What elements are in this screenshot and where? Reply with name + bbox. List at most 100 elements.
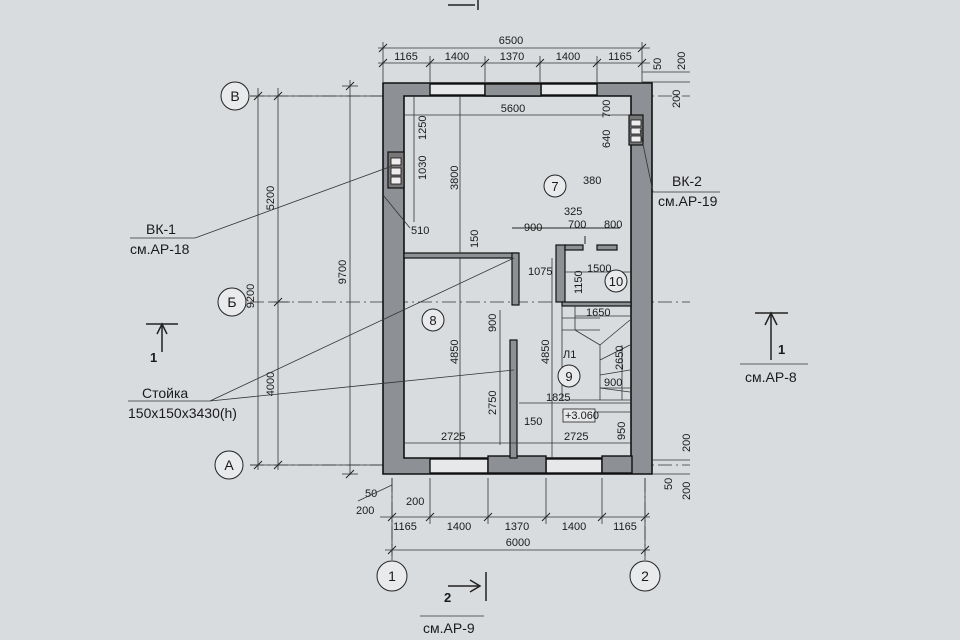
room-10: 10 <box>604 269 628 293</box>
dim-640: 640 <box>601 130 613 148</box>
right-bottom-ticks: 200 50 200 <box>652 434 693 500</box>
vk1-ref: см.АР-18 <box>130 241 190 257</box>
dim-top-seg-3: 1370 <box>500 51 524 63</box>
interior-dim-labels: 5600 700 640 1250 1030 3800 380 510 150 … <box>411 100 628 443</box>
level-mark-box <box>562 408 596 423</box>
dim-1030: 1030 <box>417 156 429 180</box>
dim-325: 325 <box>564 206 582 218</box>
axis-label-a: А <box>224 457 234 473</box>
dim-900-top: 900 <box>524 222 542 234</box>
dim-top-seg-5: 1165 <box>608 51 632 63</box>
axis-bubble-a: А <box>214 450 244 480</box>
axis-bubble-v: В <box>220 81 250 111</box>
top-dimension-chain: 6500 1165 1400 1370 1400 1165 50 200 200 <box>378 35 690 108</box>
room-8: 8 <box>421 308 445 332</box>
vk1-label: ВК-1 <box>146 221 176 237</box>
dim-left-9700: 9700 <box>337 260 349 284</box>
window-bottom-1 <box>429 458 489 474</box>
vent-duct-vk2 <box>628 114 644 146</box>
dim-3800: 3800 <box>449 166 461 190</box>
axis-label-b: Б <box>227 294 236 310</box>
vent-duct-vk1 <box>387 151 405 189</box>
section-bottom-ref: см.АР-9 <box>423 620 475 636</box>
axis-bubble-1: 1 <box>376 560 408 592</box>
callout-vk1: ВК-1 см.АР-18 <box>130 221 190 257</box>
section-left-number: 1 <box>150 350 157 365</box>
axis-label-v: В <box>230 88 239 104</box>
dim-top-seg-4: 1400 <box>556 51 580 63</box>
dim-bottom-seg-2: 1400 <box>447 521 471 533</box>
window-bottom-2 <box>545 458 603 474</box>
axis-label-1: 1 <box>388 568 396 584</box>
dim-right-tick-200: 200 <box>681 434 693 452</box>
dim-top-total: 6500 <box>499 35 523 47</box>
dim-2650: 2650 <box>614 346 626 370</box>
room-9-number: 9 <box>565 369 572 384</box>
room-7-number: 7 <box>551 179 558 194</box>
interior-dims <box>404 96 631 458</box>
dim-4850-right: 4850 <box>540 340 552 364</box>
dim-900-mid: 900 <box>487 314 499 332</box>
dim-510: 510 <box>411 225 429 237</box>
dim-left-5200: 5200 <box>265 186 277 210</box>
dim-900-stair: 900 <box>604 377 622 389</box>
room-10-number: 10 <box>609 274 623 289</box>
section-mark-bottom: 2 см.АР-9 <box>420 572 487 636</box>
vk2-ref: см.АР-19 <box>658 193 718 209</box>
callout-vk2: ВК-2 см.АР-19 <box>658 173 718 209</box>
dim-700-partition: 700 <box>568 219 586 231</box>
dim-150-top: 150 <box>469 230 481 248</box>
dim-bottom-seg-3: 1370 <box>505 521 529 533</box>
section-bottom-number: 2 <box>444 590 451 605</box>
dim-1250: 1250 <box>417 116 429 140</box>
dim-right-tick-50: 50 <box>663 478 675 490</box>
interior-partitions <box>403 227 632 459</box>
dim-top-tick-50: 50 <box>652 58 664 70</box>
dim-right-tick-200-low: 200 <box>681 482 693 500</box>
dim-380: 380 <box>583 175 601 187</box>
room-9: 9 <box>557 364 581 388</box>
dim-800: 800 <box>604 219 622 231</box>
axis-label-2: 2 <box>641 568 649 584</box>
section-right-ref: см.АР-8 <box>745 369 797 385</box>
dim-2725-right: 2725 <box>564 431 588 443</box>
post-size: 150х150х3430(h) <box>128 405 237 421</box>
wall-pier-bottom-right <box>601 455 633 474</box>
dim-4850-left: 4850 <box>449 340 461 364</box>
dim-bottom-seg-4: 1400 <box>562 521 586 533</box>
dim-1500: 1500 <box>587 263 611 275</box>
dim-150-bottom: 150 <box>524 416 542 428</box>
dim-2725-left: 2725 <box>441 431 465 443</box>
room-8-number: 8 <box>429 313 436 328</box>
callout-leaders <box>128 129 720 402</box>
dim-bottom-total: 6000 <box>506 537 530 549</box>
axis-bubble-b: Б <box>217 287 247 317</box>
callout-post: Стойка 150х150х3430(h) <box>128 385 237 421</box>
level-mark: +3.060 <box>565 410 599 422</box>
dim-right-tick-200-top: 200 <box>671 90 683 108</box>
dim-5600: 5600 <box>501 103 525 115</box>
dim-950: 950 <box>616 422 628 440</box>
axis-bubble-2: 2 <box>629 560 661 592</box>
dim-1075: 1075 <box>528 266 552 278</box>
dim-1150: 1150 <box>573 270 585 294</box>
dim-1650: 1650 <box>586 307 610 319</box>
exterior-walls <box>382 82 653 475</box>
ladder-label: Л1 <box>563 349 576 361</box>
dim-top-seg-2: 1400 <box>445 51 469 63</box>
post-label: Стойка <box>142 385 188 401</box>
dim-2750: 2750 <box>487 391 499 415</box>
top-section-mark <box>448 0 479 10</box>
wall-pier-top <box>484 83 542 97</box>
dim-left-9200: 9200 <box>245 284 257 308</box>
room-7: 7 <box>543 174 567 198</box>
dim-bottom-tick-200-right: 200 <box>406 496 424 508</box>
vk2-label: ВК-2 <box>672 173 702 189</box>
bottom-dimension-chain: 1165 1400 1370 1400 1165 6000 50 200 200 <box>356 478 650 556</box>
section-right-number: 1 <box>778 342 785 357</box>
dim-bottom-seg-5: 1165 <box>613 521 637 533</box>
dim-left-4000: 4000 <box>265 372 277 396</box>
